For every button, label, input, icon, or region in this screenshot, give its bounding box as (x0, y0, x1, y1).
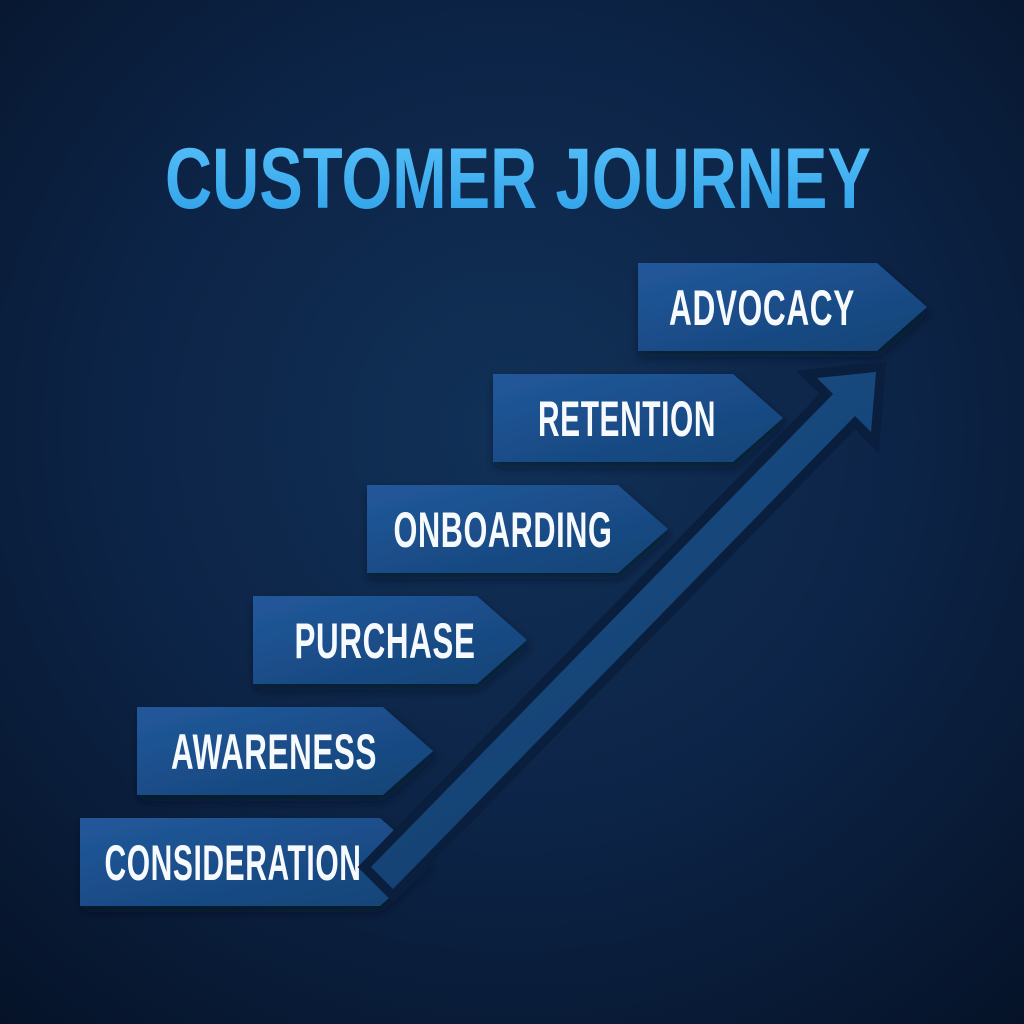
retention-banner-shape (493, 374, 783, 462)
awareness-banner-label: AWARENESS (171, 724, 377, 780)
growth-arrow (357, 361, 887, 903)
retention-banner-label: RETENTION (538, 391, 716, 447)
stage-banner-advocacy: ADVOCACY (638, 263, 927, 351)
purchase-banner-shape (253, 596, 527, 684)
awareness-banner-shape (137, 707, 433, 795)
stage-banner-retention: RETENTION (493, 374, 783, 462)
advocacy-banner-label: ADVOCACY (669, 280, 855, 336)
onboarding-banner-label: ONBOARDING (394, 502, 613, 558)
purchase-banner-label: PURCHASE (295, 613, 476, 669)
advocacy-banner-shape (638, 263, 927, 351)
consideration-banner-shape (80, 818, 430, 906)
onboarding-banner-shape (367, 485, 668, 573)
consideration-banner-label: CONSIDERATION (105, 835, 362, 891)
page-title: CUSTOMER JOURNEY (165, 131, 871, 227)
stage-banner-purchase: PURCHASE (253, 596, 527, 684)
stage-banner-onboarding: ONBOARDING (367, 485, 668, 573)
stage-banner-awareness: AWARENESS (137, 707, 433, 795)
stage-banner-consideration: CONSIDERATION (80, 818, 430, 906)
